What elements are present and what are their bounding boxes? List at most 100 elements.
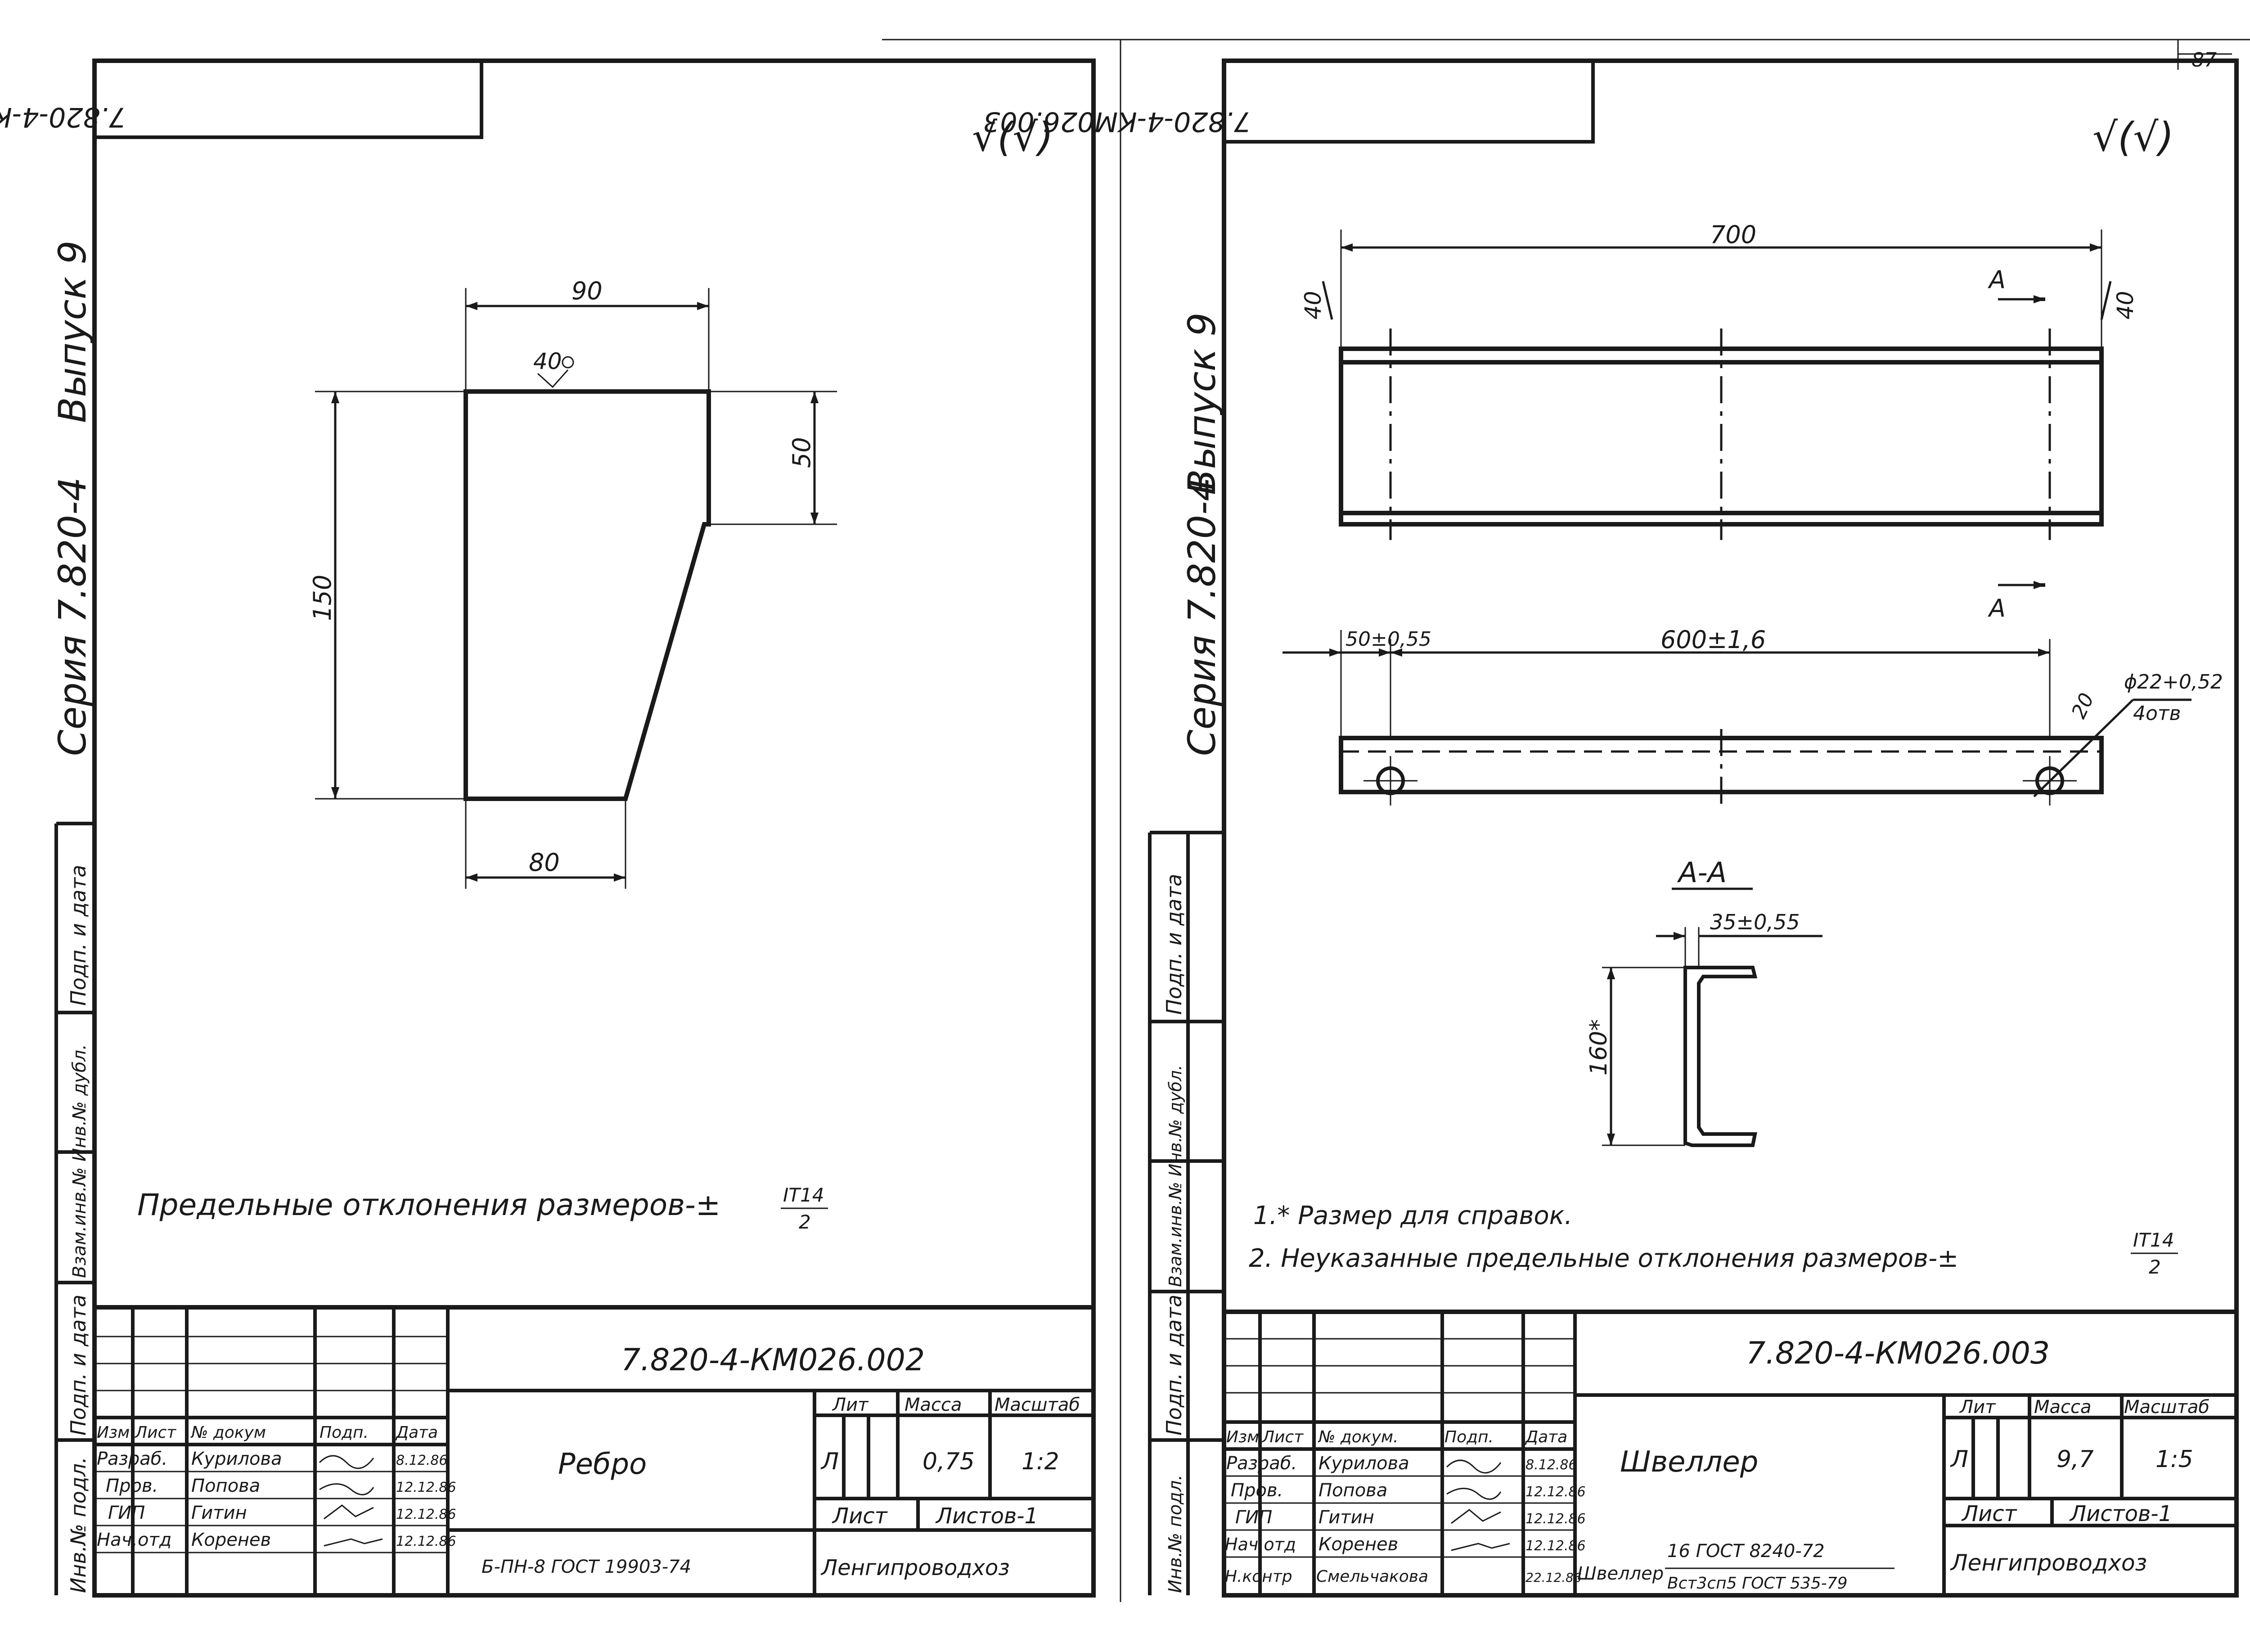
- signature-2: [319, 1483, 374, 1495]
- right-spine-issue: Выпуск 9: [1180, 312, 1224, 495]
- svg-text:Л: Л: [820, 1448, 839, 1475]
- svg-text:№ докум.: № докум.: [1318, 1428, 1398, 1446]
- svg-text:12.12.86: 12.12.86: [396, 1480, 456, 1495]
- section-mark-bottom: А: [1988, 594, 2006, 622]
- right-title-code: 7.820-4-КМ026.003: [1746, 1336, 2050, 1371]
- svg-text:Курилова: Курилова: [191, 1449, 282, 1469]
- section-dim-depth: 160*: [1585, 1019, 1612, 1076]
- signature-r2: [1446, 1488, 1502, 1500]
- svg-text:Лит: Лит: [1959, 1397, 1996, 1418]
- right-material-den: Вст3сп5 ГОСТ 535-79: [1667, 1574, 1848, 1593]
- svg-text:Лит: Лит: [832, 1395, 869, 1415]
- left-title-block: 7.820-4-КМ026.002 Ребро Б-ПН-8 ГОСТ 1990…: [94, 1305, 1094, 1595]
- svg-text:Листов-1: Листов-1: [2069, 1501, 2172, 1526]
- svg-text:Гитин: Гитин: [191, 1503, 247, 1523]
- svg-text:Лист: Лист: [1961, 1501, 2018, 1526]
- svg-text:Масса: Масса: [904, 1395, 962, 1415]
- svg-text:Попова: Попова: [191, 1476, 260, 1496]
- channel-dim-hole-spacing: 600±1,6: [1660, 626, 1766, 654]
- right-title-block: 7.820-4-КМ026.003 Швеллер Швеллер 16 ГОС…: [1224, 1310, 2236, 1595]
- rib-dim-height: 150: [308, 575, 337, 621]
- left-surface-mark: √(√): [972, 114, 1053, 160]
- right-stamp-box: [1222, 59, 1595, 144]
- svg-text:Смельчакова: Смельчакова: [1316, 1567, 1428, 1586]
- left-note: Предельные отклонения размеров-±: [137, 1188, 720, 1222]
- signature-r3: [1451, 1509, 1501, 1524]
- right-stamp-code: 7.820-4-КМ026.003: [983, 106, 1251, 137]
- svg-text:Нач.отд: Нач.отд: [97, 1530, 171, 1550]
- channel-edge-left: 40: [1300, 291, 1326, 320]
- svg-text:22.12.86: 22.12.86: [1526, 1570, 1582, 1585]
- svg-text:8.12.86: 8.12.86: [396, 1453, 448, 1468]
- left-drawing: 7.820-4-КМ026.002 √(√) Серия 7.820-4 Вып…: [0, 59, 1096, 1598]
- signature-r1: [1446, 1459, 1502, 1474]
- svg-text:Дата: Дата: [1525, 1428, 1567, 1446]
- section-title: А-А: [1677, 856, 1727, 889]
- right-note-1: 1.* Размер для справок.: [1253, 1201, 1572, 1230]
- left-side-cell-2: Взам.инв.№ Инв.№ дубл.: [69, 1044, 90, 1278]
- right-drawing: 7.820-4-КМ026.003 √(√) Серия 7.820-4 Вып…: [983, 59, 2239, 1598]
- right-title-name: Швеллер: [1620, 1445, 1758, 1479]
- left-frame: [92, 59, 1096, 1598]
- svg-text:ГИП: ГИП: [1235, 1507, 1272, 1528]
- svg-text:Изм: Изм: [97, 1423, 130, 1442]
- left-spine-issue: Выпуск 9: [50, 240, 94, 423]
- svg-text:Л: Л: [1950, 1446, 1968, 1473]
- left-title-material: Б-ПН-8 ГОСТ 19903-74: [482, 1557, 691, 1577]
- svg-text:Коренев: Коренев: [1318, 1534, 1398, 1555]
- left-title-name: Ребро: [558, 1448, 647, 1481]
- section-mark-top: А: [1988, 266, 2006, 294]
- svg-text:Гитин: Гитин: [1318, 1507, 1374, 1528]
- svg-text:Изм: Изм: [1226, 1428, 1259, 1446]
- svg-text:Масса: Масса: [2034, 1397, 2092, 1418]
- left-spine-series: Серия 7.820-4: [50, 477, 94, 756]
- right-side-cell-2: Взам.инв.№ Инв.№ дубл.: [1166, 1065, 1185, 1287]
- right-note-2: 2. Неуказанные предельные отклонения раз…: [1249, 1244, 1958, 1273]
- left-side-cell-4: Инв.№ подл.: [66, 1457, 90, 1593]
- left-note-den: 2: [799, 1211, 811, 1233]
- right-side-cell-1: Подп. и дата: [1162, 874, 1186, 1015]
- right-note-num: IT14: [2133, 1229, 2174, 1251]
- rib-outline: [464, 389, 711, 801]
- right-material-prefix: Швеллер: [1577, 1563, 1664, 1584]
- svg-text:Подп.: Подп.: [320, 1423, 369, 1442]
- left-stamp-box: [93, 59, 483, 139]
- left-title-org: Ленгипроводхоз: [820, 1555, 1010, 1580]
- right-side-cell-4: Инв.№ подл.: [1165, 1475, 1186, 1593]
- left-title-code: 7.820-4-КМ026.002: [621, 1342, 925, 1378]
- right-side-cell-3: Подп. и дата: [1162, 1295, 1186, 1436]
- svg-text:Разраб.: Разраб.: [97, 1449, 167, 1469]
- section-dim-flange: 35±0,55: [1710, 910, 1800, 934]
- right-title-org: Ленгипроводхоз: [1950, 1550, 2147, 1576]
- right-note-den: 2: [2149, 1256, 2161, 1278]
- svg-text:Дата: Дата: [395, 1423, 438, 1442]
- rib-dim-right: 50: [788, 437, 816, 468]
- left-mass: 0,75: [922, 1448, 975, 1475]
- svg-text:Лист: Лист: [134, 1423, 176, 1442]
- svg-text:Коренев: Коренев: [191, 1530, 271, 1550]
- svg-text:ГИП: ГИП: [108, 1503, 145, 1523]
- channel-hole-count: 4отв: [2133, 702, 2181, 725]
- right-surface-mark: √(√): [2092, 114, 2174, 160]
- svg-text:Н.контр: Н.контр: [1225, 1567, 1292, 1586]
- svg-text:12.12.86: 12.12.86: [396, 1534, 456, 1549]
- right-material-num: 16 ГОСТ 8240-72: [1667, 1541, 1825, 1562]
- svg-text:Лист: Лист: [1261, 1428, 1304, 1446]
- svg-text:8.12.86: 8.12.86: [1526, 1457, 1577, 1473]
- right-mass: 9,7: [2056, 1446, 2094, 1473]
- rib-dim-bottom: 80: [529, 848, 560, 877]
- channel-hole-diameter: ϕ22+0,52: [2124, 671, 2223, 693]
- signature-4: [324, 1538, 383, 1547]
- channel-dim-length: 700: [1710, 221, 1756, 249]
- svg-text:Лист: Лист: [832, 1503, 888, 1529]
- channel-dim-offset: 50±0,55: [1346, 628, 1431, 651]
- svg-text:12.12.86: 12.12.86: [1526, 1484, 1586, 1500]
- svg-text:Нач.отд: Нач.отд: [1225, 1535, 1296, 1554]
- svg-text:Подп.: Подп.: [1444, 1428, 1494, 1446]
- svg-text:Листов-1: Листов-1: [935, 1503, 1038, 1529]
- right-spine-series: Серия 7.820-4: [1180, 477, 1224, 756]
- rib-roughness: 40: [533, 348, 562, 374]
- svg-text:Курилова: Курилова: [1318, 1453, 1409, 1474]
- signature-r4: [1451, 1543, 1510, 1551]
